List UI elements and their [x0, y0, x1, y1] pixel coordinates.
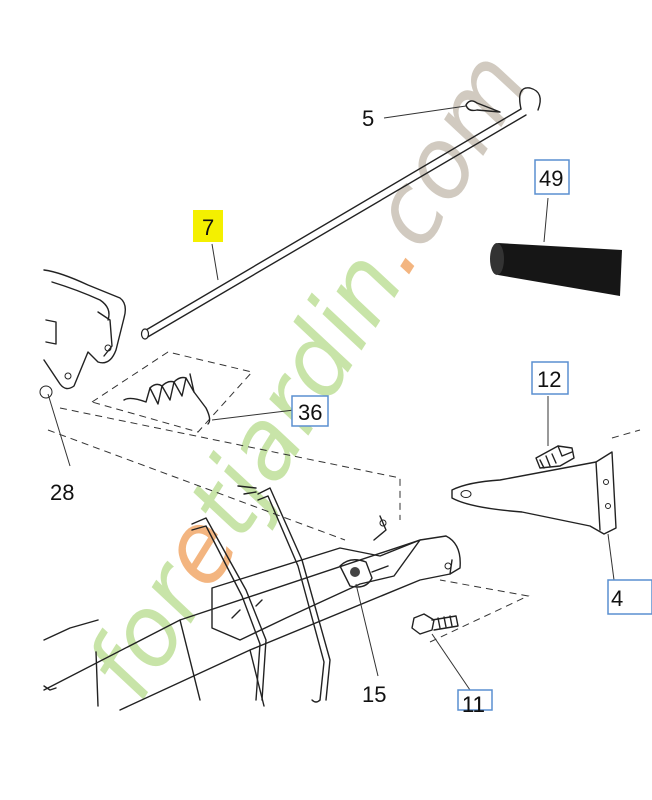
bolt-part-11	[411, 613, 459, 635]
spring-part-36	[123, 373, 211, 425]
leader-lines	[47, 105, 615, 691]
bolt-part-12	[535, 445, 575, 469]
box-36	[291, 395, 329, 427]
callout-11-top: 11	[462, 692, 485, 717]
bottom-margin	[0, 712, 652, 800]
box-49	[534, 159, 570, 195]
rod-part-7	[140, 87, 541, 340]
callout-11: 11	[462, 692, 485, 717]
control-rods	[191, 485, 331, 703]
callout-36: 36	[298, 400, 322, 425]
mount-plate	[211, 515, 421, 641]
callout-5: 5	[362, 106, 374, 131]
callouts: 5 7 49 36 28 12 15 11 4	[50, 106, 652, 717]
box-12	[531, 361, 569, 395]
bracket-part-4	[451, 451, 617, 535]
callout-7: 7	[202, 215, 214, 240]
handle-grip	[490, 243, 622, 296]
callout-28: 28	[50, 480, 74, 505]
box-4	[607, 579, 652, 615]
highlight-box-7	[193, 210, 223, 242]
box-11	[457, 689, 493, 711]
callout-49: 49	[539, 166, 563, 191]
lever-bracket	[39, 269, 127, 399]
callout-15: 15	[362, 682, 386, 707]
callout-12: 12	[537, 367, 561, 392]
callout-4: 4	[611, 586, 623, 611]
dashed-guides	[47, 351, 641, 643]
pin-part-5	[465, 100, 501, 113]
